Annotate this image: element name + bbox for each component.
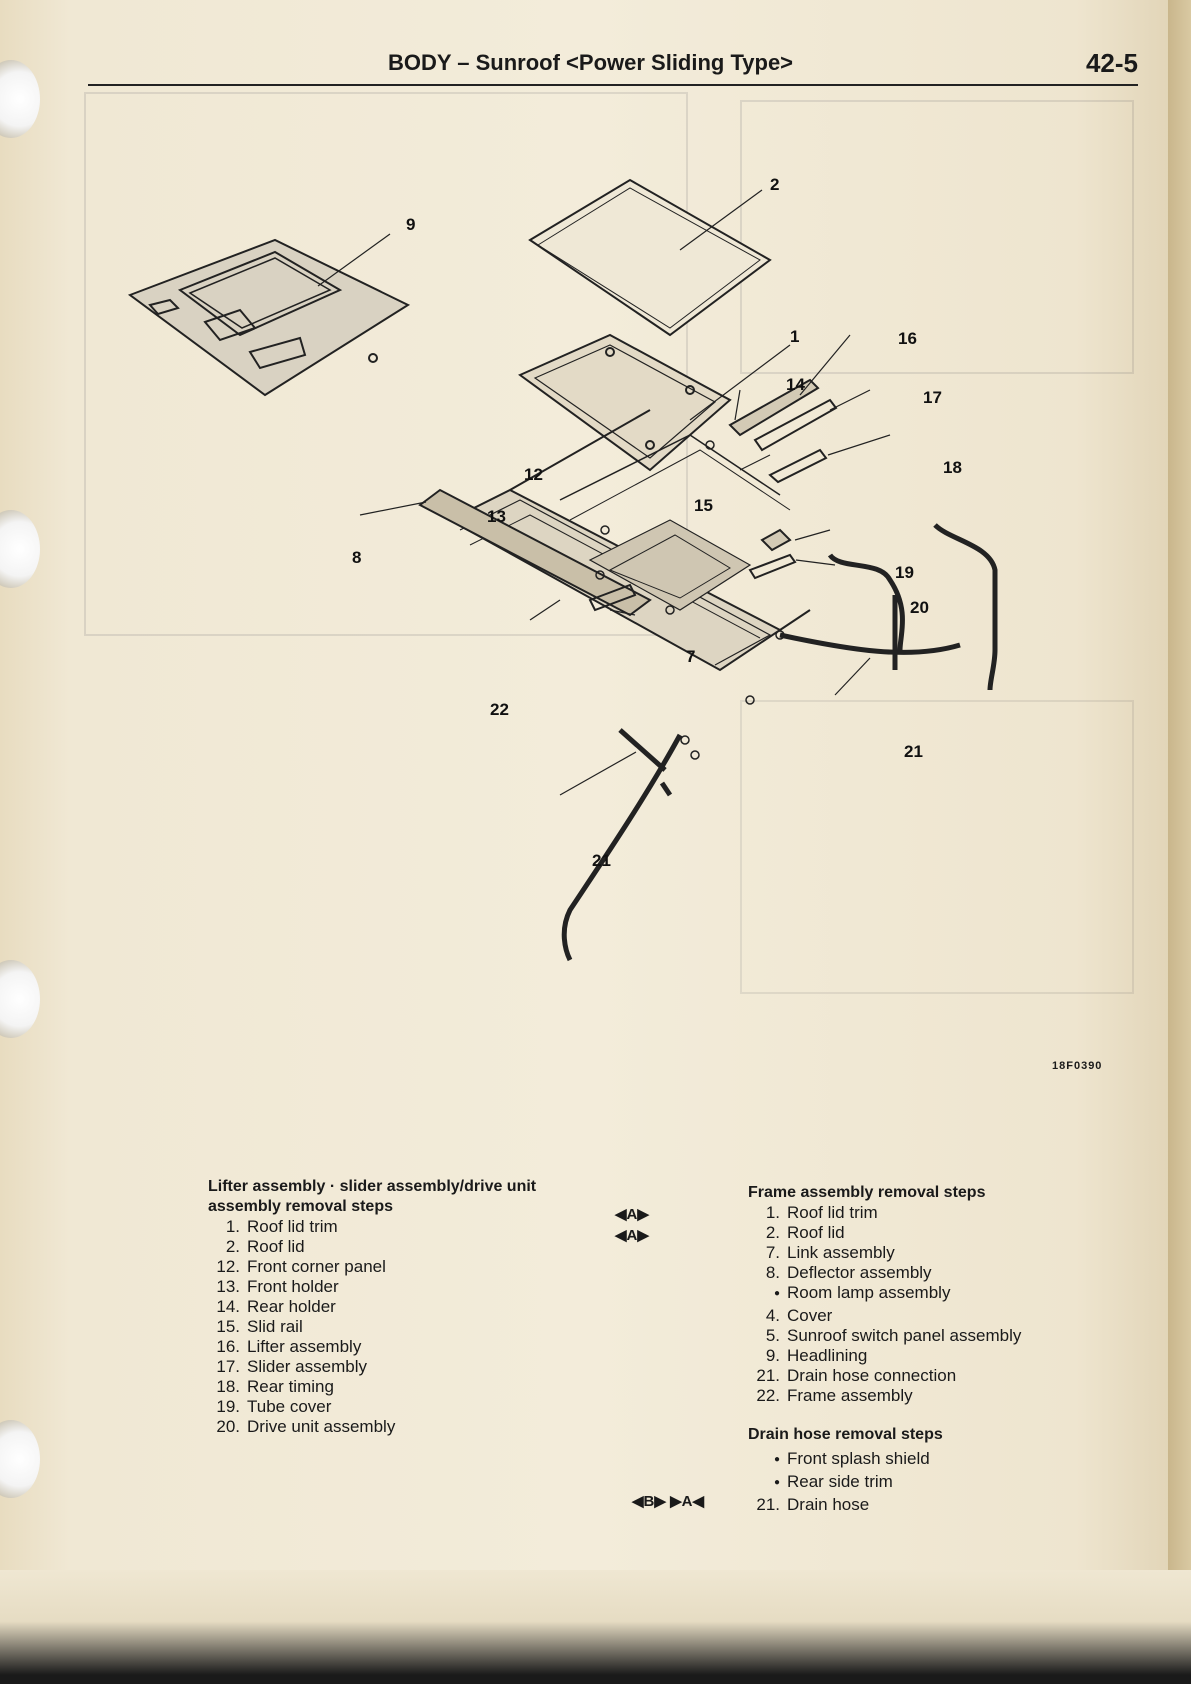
headlining-part [127,238,411,397]
page-number: 42-5 [1085,48,1138,78]
bullet-icon [748,1283,780,1306]
roof-lid-trim-part [518,333,732,472]
list-item: 9.Headlining [765,1346,868,1365]
service-mark-a: ◀A▶ [615,1227,649,1244]
callout-21: 21 [904,742,923,761]
drain-steps-heading: Drain hose removal steps [748,1426,943,1443]
list-item: 2.Roof lid [225,1237,305,1256]
list-item: Room lamp assembly [748,1283,1148,1306]
callout-22: 22 [490,700,509,719]
list-item: Front splash shield [748,1449,1148,1472]
list-item: 1.Roof lid trim [765,1203,878,1222]
roof-lid-part [528,178,772,337]
service-point-marks-drain: ◀B▶ ▶A◀ [632,1493,704,1510]
page-header: BODY – Sunroof <Power Sliding Type> 42-5 [88,48,1138,86]
frame-assembly-part [447,409,811,672]
list-item: 12.Front corner panel [216,1257,386,1276]
list-item: 14.Rear holder [216,1297,336,1316]
list-item: 15.Slid rail [216,1317,303,1336]
callout-8: 8 [352,548,361,567]
bleed-through-box [740,700,1134,994]
deflector-part [418,488,652,617]
callout-12: 12 [524,465,543,484]
list-item: 4.Cover [765,1306,833,1325]
service-mark-a: ◀A▶ [615,1206,649,1223]
list-item: 2.Roof lid [765,1223,845,1242]
list-item: 18.Rear timing [216,1377,334,1396]
list-item: Rear side trim [748,1472,1148,1495]
list-item: 20.Drive unit assembly [216,1417,396,1436]
callout-7: 7 [686,647,695,666]
service-point-marks: ◀A▶ ◀A▶ [615,1204,649,1246]
callout-17: 17 [923,388,942,407]
page-bottom-shadow [0,1570,1191,1684]
list-item: 16.Lifter assembly [216,1337,362,1356]
callout-1: 1 [790,327,799,346]
list-item: 19.Tube cover [216,1397,332,1416]
lifter-steps: Lifter assembly · slider assembly/drive … [208,1177,608,1437]
callout-13: 13 [487,507,506,526]
list-item: 7.Link assembly [765,1243,895,1262]
bullet-icon [748,1472,780,1495]
callout-20: 20 [910,598,929,617]
callout-19: 19 [895,563,914,582]
list-item: 8.Deflector assembly [765,1263,932,1282]
list-item: 17.Slider assembly [216,1357,367,1376]
page-edge [1168,0,1191,1684]
bleed-through-box [740,100,1134,374]
exploded-diagram: 2 9 1 16 14 17 18 12 13 15 8 19 20 7 22 … [127,175,998,962]
callout-2: 2 [770,175,779,194]
list-item: 5.Sunroof switch panel assembly [765,1326,1022,1345]
list-item: 21.Drain hose [756,1495,870,1514]
callout-21-lower: 21 [592,851,611,870]
list-item: 1.Roof lid trim [225,1217,338,1236]
bleed-through-box [84,92,688,636]
frame-steps: Frame assembly removal steps 1.Roof lid … [748,1183,1148,1406]
lifter-steps-heading: Lifter assembly · slider assembly/drive … [208,1178,537,1215]
figure-code: 18F0390 [1052,1060,1103,1072]
drain-steps: Drain hose removal steps Front splash sh… [748,1425,1148,1515]
frame-steps-heading: Frame assembly removal steps [748,1184,986,1201]
callout-16: 16 [898,329,917,348]
callout-14: 14 [786,375,805,394]
list-item: 21.Drain hose connection [756,1366,957,1385]
list-item: 13.Front holder [216,1277,339,1296]
list-item: 22.Frame assembly [756,1386,913,1405]
bullet-icon [748,1449,780,1472]
callout-15: 15 [694,496,713,515]
callout-9: 9 [406,215,415,234]
drain-hose-part [561,553,961,962]
page-title: BODY – Sunroof <Power Sliding Type> [388,50,794,75]
callout-18: 18 [943,458,962,477]
slider-assemblies [728,378,838,484]
